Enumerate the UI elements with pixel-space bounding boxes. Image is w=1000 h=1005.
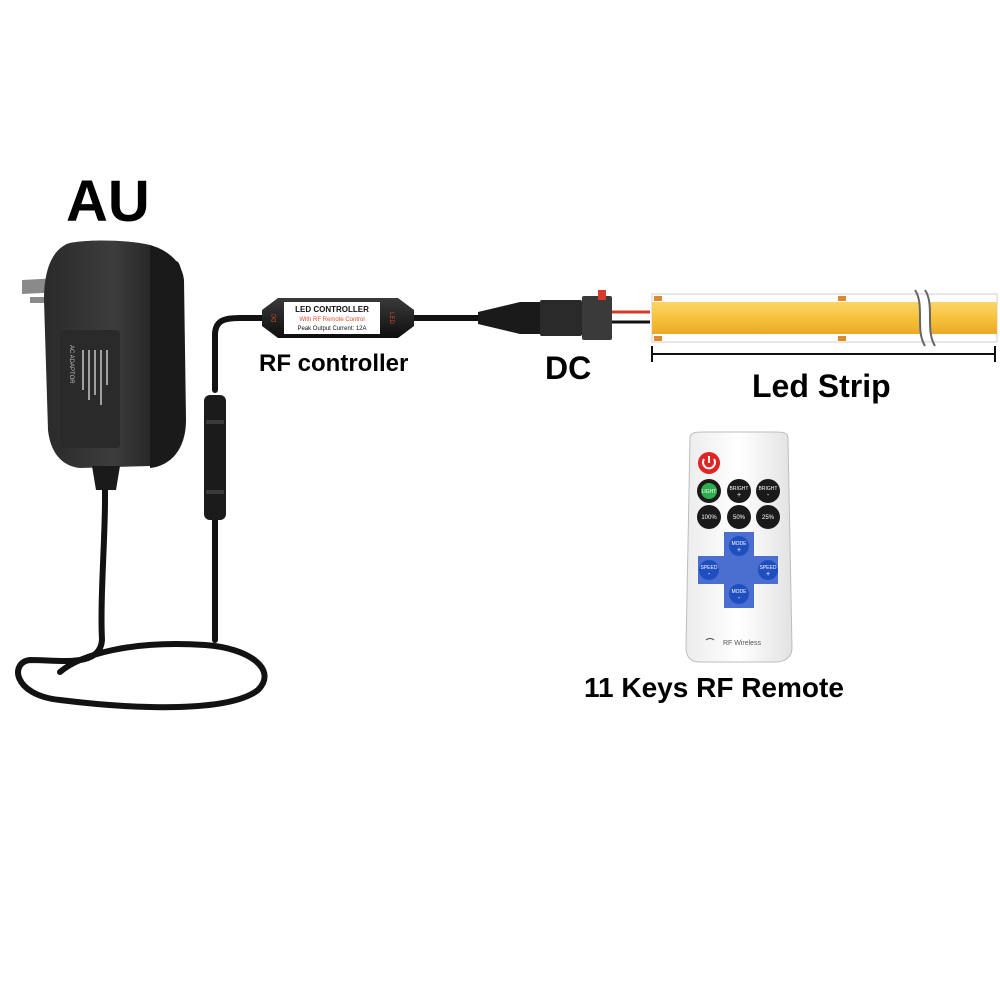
key-100: 100%: [701, 515, 717, 521]
key-light: LIGHT: [702, 489, 717, 495]
remote-brand: RF Wireless: [723, 640, 762, 647]
key-speed-right-sign: +: [766, 571, 770, 578]
rf-controller-label: RF controller: [259, 350, 408, 378]
controller-title: LED CONTROLLER: [295, 305, 369, 314]
key-50: 50%: [733, 515, 746, 521]
led-strip-label: Led Strip: [752, 368, 891, 405]
key-bright-up-sign: +: [737, 492, 741, 499]
controller-led-side: LED: [388, 312, 394, 324]
plug-type-label: AU: [66, 168, 150, 235]
controller-subtitle: With RF Remote Control: [299, 317, 364, 323]
led-strip: [652, 290, 997, 362]
rf-remote: LIGHT BRIGHT + BRIGHT - 100% 50% 25% MOD…: [686, 432, 792, 662]
remote-label: 11 Keys RF Remote: [584, 672, 844, 704]
controller-dc-side: DC: [272, 313, 278, 322]
au-power-adapter: AC ADAPTOR: [22, 240, 186, 490]
controller-spec: Peak Output Current: 12A: [297, 326, 366, 332]
key-25: 25%: [762, 515, 775, 521]
adapter-title: AC ADAPTOR: [68, 345, 74, 384]
dc-label: DC: [545, 350, 591, 387]
led-controller: LED CONTROLLER With RF Remote Control Pe…: [262, 298, 414, 338]
dc-connector: [478, 290, 650, 340]
key-mode-up-sign: +: [737, 547, 741, 554]
barrel-connector: [204, 395, 226, 520]
